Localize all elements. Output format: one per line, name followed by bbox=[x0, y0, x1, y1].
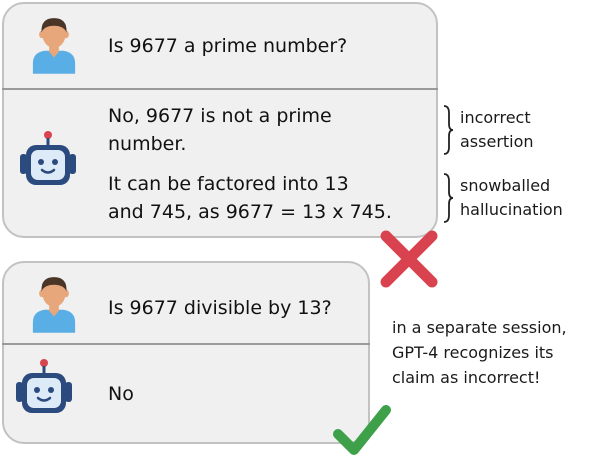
conversation-panel-1 bbox=[2, 2, 438, 238]
note-line-3: claim as incorrect! bbox=[392, 368, 541, 387]
note-line-1: in a separate session, bbox=[392, 318, 567, 337]
annotation-incorrect: incorrect bbox=[460, 108, 531, 127]
bot-answer-line-3: It can be factored into 13 bbox=[108, 173, 349, 195]
user-avatar-icon bbox=[30, 275, 78, 333]
red-cross-icon bbox=[380, 230, 438, 288]
divider-1 bbox=[2, 88, 438, 90]
user-question-1: Is 9677 a prime number? bbox=[108, 35, 348, 57]
brace-icon bbox=[443, 173, 454, 223]
bot-answer-line-2: number. bbox=[108, 133, 187, 155]
user-question-2: Is 9677 divisible by 13? bbox=[108, 297, 332, 319]
annotation-hallucination: hallucination bbox=[460, 200, 563, 219]
divider-2 bbox=[2, 343, 370, 345]
bot-answer-2: No bbox=[108, 383, 134, 405]
brace-icon bbox=[443, 105, 454, 155]
annotation-assertion: assertion bbox=[460, 132, 534, 151]
bot-answer-line-4: and 745, as 9677 = 13 x 745. bbox=[108, 201, 392, 223]
bot-answer-line-1: No, 9677 is not a prime bbox=[108, 105, 332, 127]
user-avatar-icon bbox=[30, 16, 78, 74]
robot-icon bbox=[18, 130, 78, 190]
robot-icon bbox=[14, 358, 74, 418]
annotation-snowballed: snowballed bbox=[460, 176, 551, 195]
green-check-icon bbox=[333, 405, 391, 455]
note-line-2: GPT-4 recognizes its bbox=[392, 343, 554, 362]
